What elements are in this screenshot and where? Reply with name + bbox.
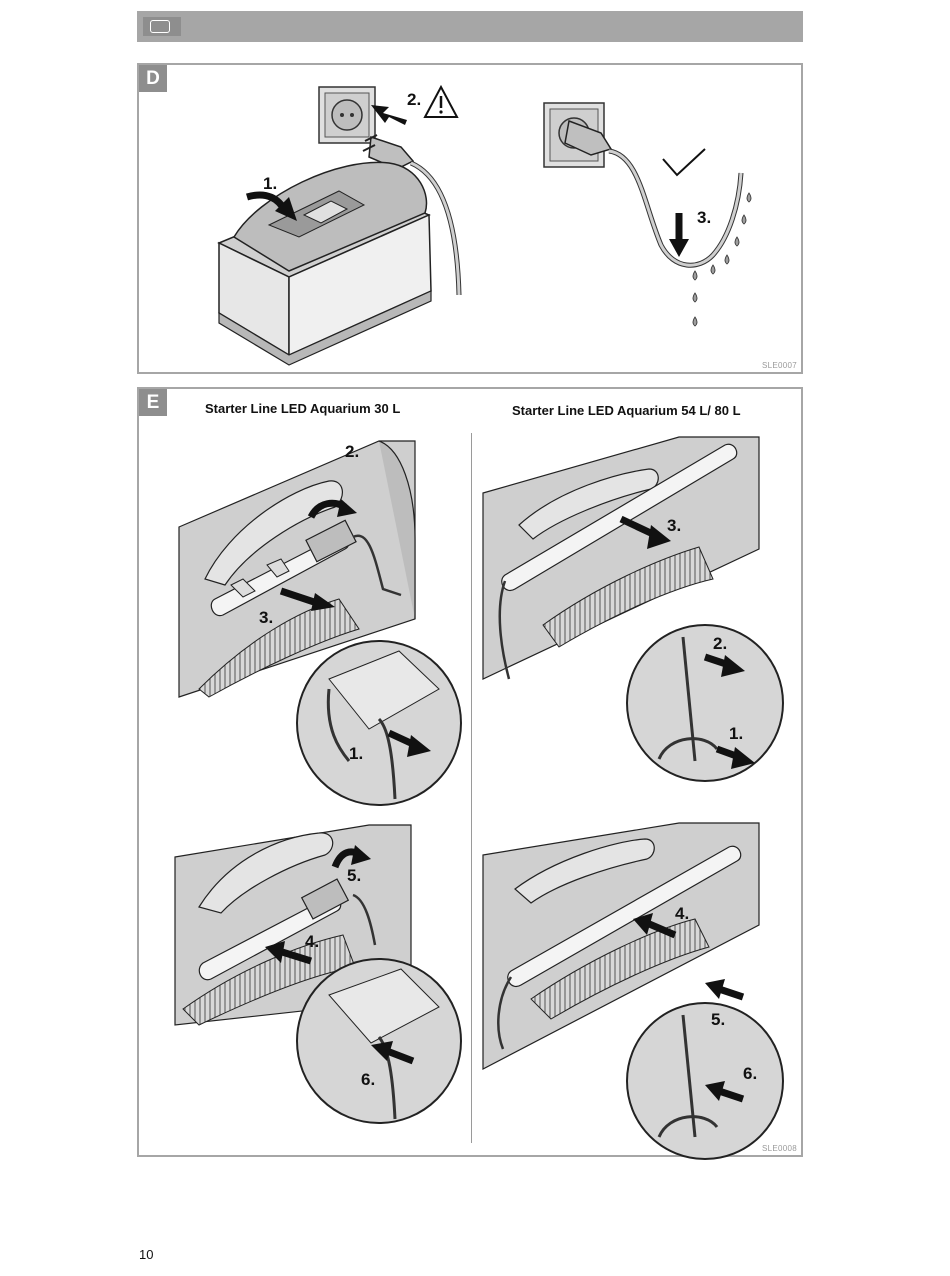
step-label-3: 3. xyxy=(667,516,681,535)
step-label-6: 6. xyxy=(361,1070,375,1089)
step-label-2: 2. xyxy=(407,90,421,109)
step-label-4: 4. xyxy=(305,932,319,951)
illustration-unplug-aquarium: 1. 2. 3. xyxy=(139,65,805,376)
figure-code-e: SLE0008 xyxy=(762,1144,797,1153)
panel-e: E Starter Line LED Aquarium 30 L Starter… xyxy=(137,387,803,1157)
step-label-6: 6. xyxy=(743,1064,757,1083)
scene-54l-remove: 3. 2. 1. xyxy=(483,437,783,781)
step-label-5: 5. xyxy=(347,866,361,885)
step-label-1: 1. xyxy=(729,724,743,743)
language-box xyxy=(143,17,181,36)
scene-30l-install: 5. 4. 6. xyxy=(175,825,461,1123)
step-label-2: 2. xyxy=(345,442,359,461)
scene-54l-install: 4. 5. 6. xyxy=(483,823,783,1159)
step-label-1: 1. xyxy=(263,174,277,193)
step-label-3: 3. xyxy=(259,608,273,627)
step-label-5: 5. xyxy=(711,1010,725,1029)
scene-30l-remove: 2. 3. 1. xyxy=(179,441,461,805)
step-label-3: 3. xyxy=(697,208,711,227)
step-label-2: 2. xyxy=(713,634,727,653)
illustration-led-mounting: 2. 3. 1. 3. 2. 1. xyxy=(139,389,805,1159)
language-flag-icon xyxy=(150,20,170,33)
checkmark-icon xyxy=(663,149,705,175)
step-label-4: 4. xyxy=(675,904,689,923)
panel-d: D xyxy=(137,63,803,374)
page-number: 10 xyxy=(139,1247,153,1262)
header-bar xyxy=(137,11,803,42)
figure-code-d: SLE0007 xyxy=(762,361,797,370)
step-label-1: 1. xyxy=(349,744,363,763)
